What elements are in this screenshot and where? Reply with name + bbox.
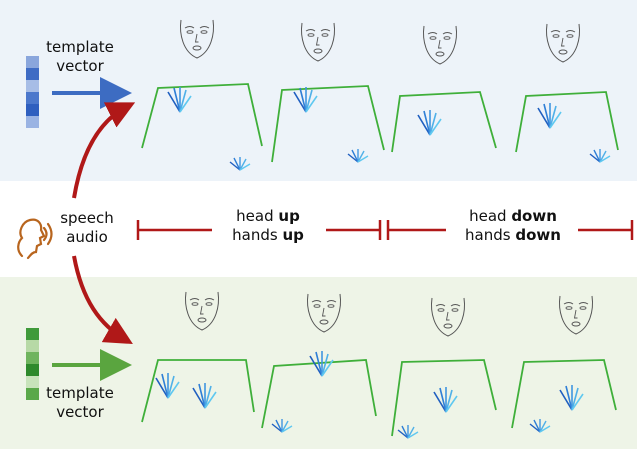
range-a-line1-bold: up — [278, 207, 300, 225]
top-template-label-line2: vector — [56, 57, 104, 75]
top-template-label-line1: template — [46, 38, 114, 56]
bottom-template-label-line2: vector — [56, 403, 104, 421]
bottom-template-label-line1: template — [46, 384, 114, 402]
speech-label-line2: audio — [66, 228, 108, 246]
range-a-line2-bold: up — [282, 226, 304, 244]
top-pose-2 — [271, 22, 385, 163]
audio-to-top-arrow — [72, 102, 136, 199]
range-b-line2-prefix: hands — [465, 226, 516, 244]
range-b-line2-bold: down — [515, 226, 561, 244]
bottom-pose-3 — [391, 297, 497, 439]
bottom-pose-2 — [261, 293, 377, 433]
bottom-pose-4 — [511, 295, 617, 433]
top-pose-3 — [391, 25, 611, 163]
top-template-vector — [26, 56, 39, 128]
audio-to-bottom-arrow — [72, 255, 133, 345]
bottom-template-vector — [26, 328, 39, 400]
speech-audio-label: speech audio — [52, 209, 122, 247]
speech-label-line1: speech — [60, 209, 114, 227]
range-b-line1-prefix: head — [469, 207, 512, 225]
speaking-head-icon — [17, 218, 53, 260]
range-a-line2-prefix: hands — [232, 226, 283, 244]
range-a-line1-prefix: head — [236, 207, 279, 225]
top-template-label: template vector — [40, 38, 120, 76]
range-label-head-down: head down hands down — [448, 207, 578, 245]
bottom-pose-1 — [141, 291, 255, 423]
top-pose-1 — [141, 19, 263, 171]
bottom-template-label: template vector — [40, 384, 120, 422]
range-b-line1-bold: down — [511, 207, 557, 225]
top-pose-4 — [515, 23, 619, 153]
range-bracket-up — [136, 220, 382, 240]
range-bracket-down — [386, 220, 634, 240]
range-label-head-up: head up hands up — [208, 207, 328, 245]
